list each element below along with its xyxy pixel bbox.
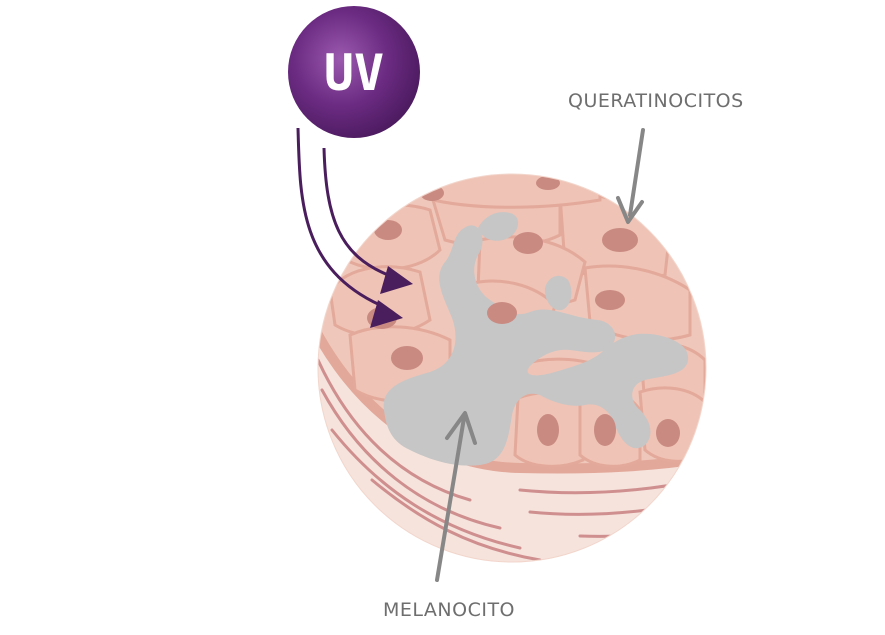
pointer-arrowhead-icon xyxy=(445,411,477,445)
arrowhead-icon xyxy=(370,300,403,328)
uv-ray-arrow xyxy=(322,147,389,277)
basement-membrane xyxy=(318,296,706,474)
keratinocytes-label: QUERATINOCITOS xyxy=(568,90,744,112)
uv-label: UV xyxy=(324,44,384,102)
uv-ray-arrowheads xyxy=(370,266,413,328)
melanocyte-pointer xyxy=(435,411,477,582)
skin-section-outline xyxy=(317,173,707,563)
uv-badge: UV xyxy=(288,6,420,138)
arrowhead-icon xyxy=(380,266,413,294)
skin-section xyxy=(318,174,706,562)
keratinocyte-pointer xyxy=(616,128,645,224)
uv-ray-arrow xyxy=(296,127,381,307)
pointer-arrowhead-icon xyxy=(616,196,644,224)
dermis-layer xyxy=(318,300,706,562)
melanocyte-cell xyxy=(383,225,689,466)
uv-ray-arrows xyxy=(296,127,389,307)
melanocyte-dendrite xyxy=(544,275,572,311)
uv-circle xyxy=(288,6,420,138)
melanocyte-dendrite xyxy=(478,212,519,241)
melanocyte-label: MELANOCITO xyxy=(383,599,515,621)
